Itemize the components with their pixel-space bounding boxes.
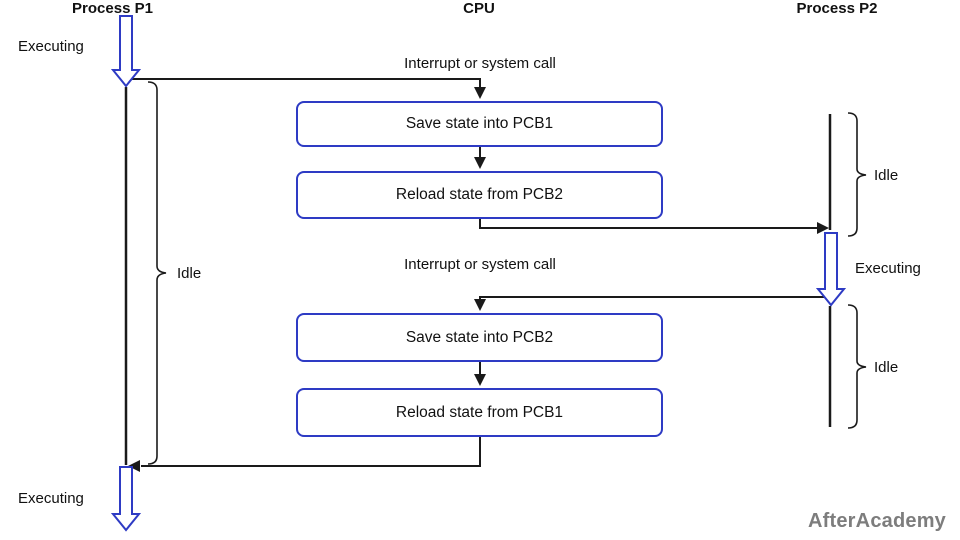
- p2-idle-brace-top: [847, 112, 867, 237]
- p1-executing-arrow-top: [110, 15, 142, 88]
- p1-executing-label-top: Executing: [18, 38, 84, 55]
- box2-to-p2-connector: [479, 219, 817, 229]
- p1-idle-brace: [147, 81, 167, 465]
- arrowhead-into-box3: [474, 299, 486, 311]
- box-reload-state-pcb1: Reload state from PCB1: [296, 388, 663, 437]
- interrupt-label-bottom: Interrupt or system call: [404, 256, 556, 273]
- column-header-process-p1: Process P1: [72, 0, 153, 17]
- interrupt1-connector: [131, 78, 481, 87]
- afteracademy-watermark: AfterAcademy: [808, 510, 947, 532]
- p2-idle-label-bottom: Idle: [874, 359, 899, 376]
- p2-idle-brace-bottom: [847, 304, 867, 429]
- arrowhead-into-box1: [474, 87, 486, 99]
- column-header-process-p2: Process P2: [796, 0, 878, 17]
- box-save-state-pcb2-label: Save state into PCB2: [405, 328, 554, 346]
- arrowhead-into-box2: [474, 157, 486, 169]
- box-reload-state-pcb2: Reload state from PCB2: [296, 171, 663, 219]
- box-reload-state-pcb1-label: Reload state from PCB1: [395, 403, 564, 421]
- box4-to-p1-connector: [141, 437, 481, 467]
- arrowhead-into-p1: [128, 460, 140, 472]
- interrupt-label-top: Interrupt or system call: [404, 55, 556, 72]
- box-save-state-pcb2: Save state into PCB2: [296, 313, 663, 362]
- p1-executing-label-bottom: Executing: [18, 490, 84, 507]
- p2-executing-label: Executing: [855, 260, 921, 277]
- arrowhead-into-box4: [474, 374, 486, 386]
- arrowhead-into-p2: [817, 222, 829, 234]
- p1-idle-label: Idle: [177, 265, 202, 282]
- box-save-state-pcb1: Save state into PCB1: [296, 101, 663, 147]
- interrupt2-connector: [479, 296, 826, 299]
- p2-executing-arrow: [815, 232, 847, 307]
- box-reload-state-pcb2-label: Reload state from PCB2: [395, 186, 564, 203]
- column-header-cpu: CPU: [463, 0, 495, 17]
- p1-executing-arrow-bottom: [110, 466, 142, 532]
- p2-idle-label-top: Idle: [874, 167, 899, 184]
- box-save-state-pcb1-label: Save state into PCB1: [405, 115, 554, 132]
